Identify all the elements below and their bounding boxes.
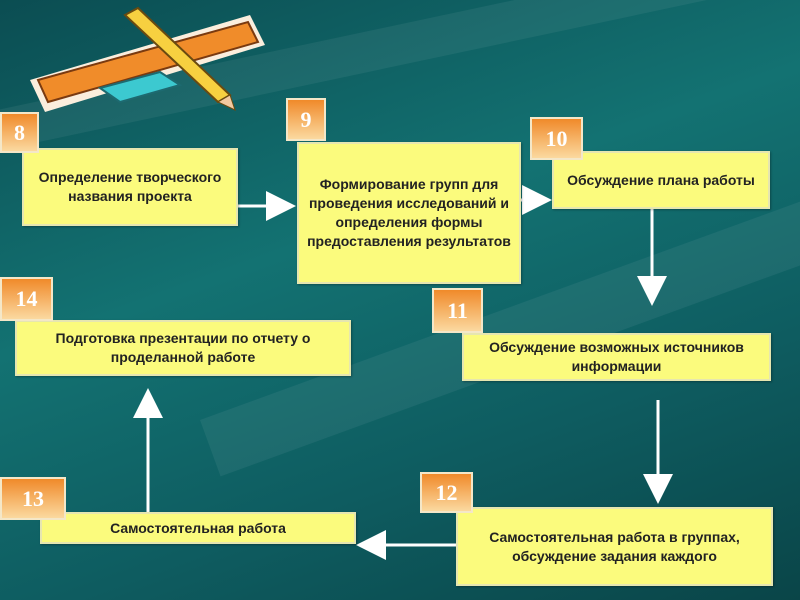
step-8-box: Определение творческого названия проекта xyxy=(22,148,238,226)
step-12-box: Самостоятельная работа в группах, обсужд… xyxy=(456,507,773,586)
step-14-badge: 14 xyxy=(0,277,53,321)
step-11-box: Обсуждение возможных источников информац… xyxy=(462,333,771,381)
step-9-badge: 9 xyxy=(286,98,326,141)
step-12-text: Самостоятельная работа в группах, обсужд… xyxy=(489,528,740,564)
step-14-number: 14 xyxy=(15,286,38,311)
step-11-text: Обсуждение возможных источников информац… xyxy=(489,339,744,374)
step-8-badge: 8 xyxy=(0,112,39,153)
step-12-badge: 12 xyxy=(420,472,473,513)
step-13-text: Самостоятельная работа xyxy=(110,519,286,536)
step-14-text: Подготовка презентации по отчету о проде… xyxy=(55,330,311,365)
step-10-badge: 10 xyxy=(530,117,583,160)
step-13-number: 13 xyxy=(22,485,44,511)
step-10-number: 10 xyxy=(545,125,568,151)
step-13-badge: 13 xyxy=(0,477,66,520)
step-8-number: 8 xyxy=(14,119,25,145)
ruler-pencil-clipart xyxy=(30,6,265,112)
step-11-number: 11 xyxy=(447,297,468,323)
step-9-number: 9 xyxy=(300,106,312,132)
step-10-box: Обсуждение плана работы xyxy=(552,151,770,209)
step-11-badge: 11 xyxy=(432,288,483,333)
step-13-box: Самостоятельная работа xyxy=(40,512,356,544)
step-8-text: Определение творческого названия проекта xyxy=(38,169,222,204)
step-12-number: 12 xyxy=(435,479,458,505)
step-10-text: Обсуждение плана работы xyxy=(567,171,755,188)
step-9-box: Формирование групп для проведения исслед… xyxy=(297,142,521,284)
step-9-text: Формирование групп для проведения исслед… xyxy=(307,176,511,249)
step-14-box: Подготовка презентации по отчету о проде… xyxy=(15,320,351,376)
